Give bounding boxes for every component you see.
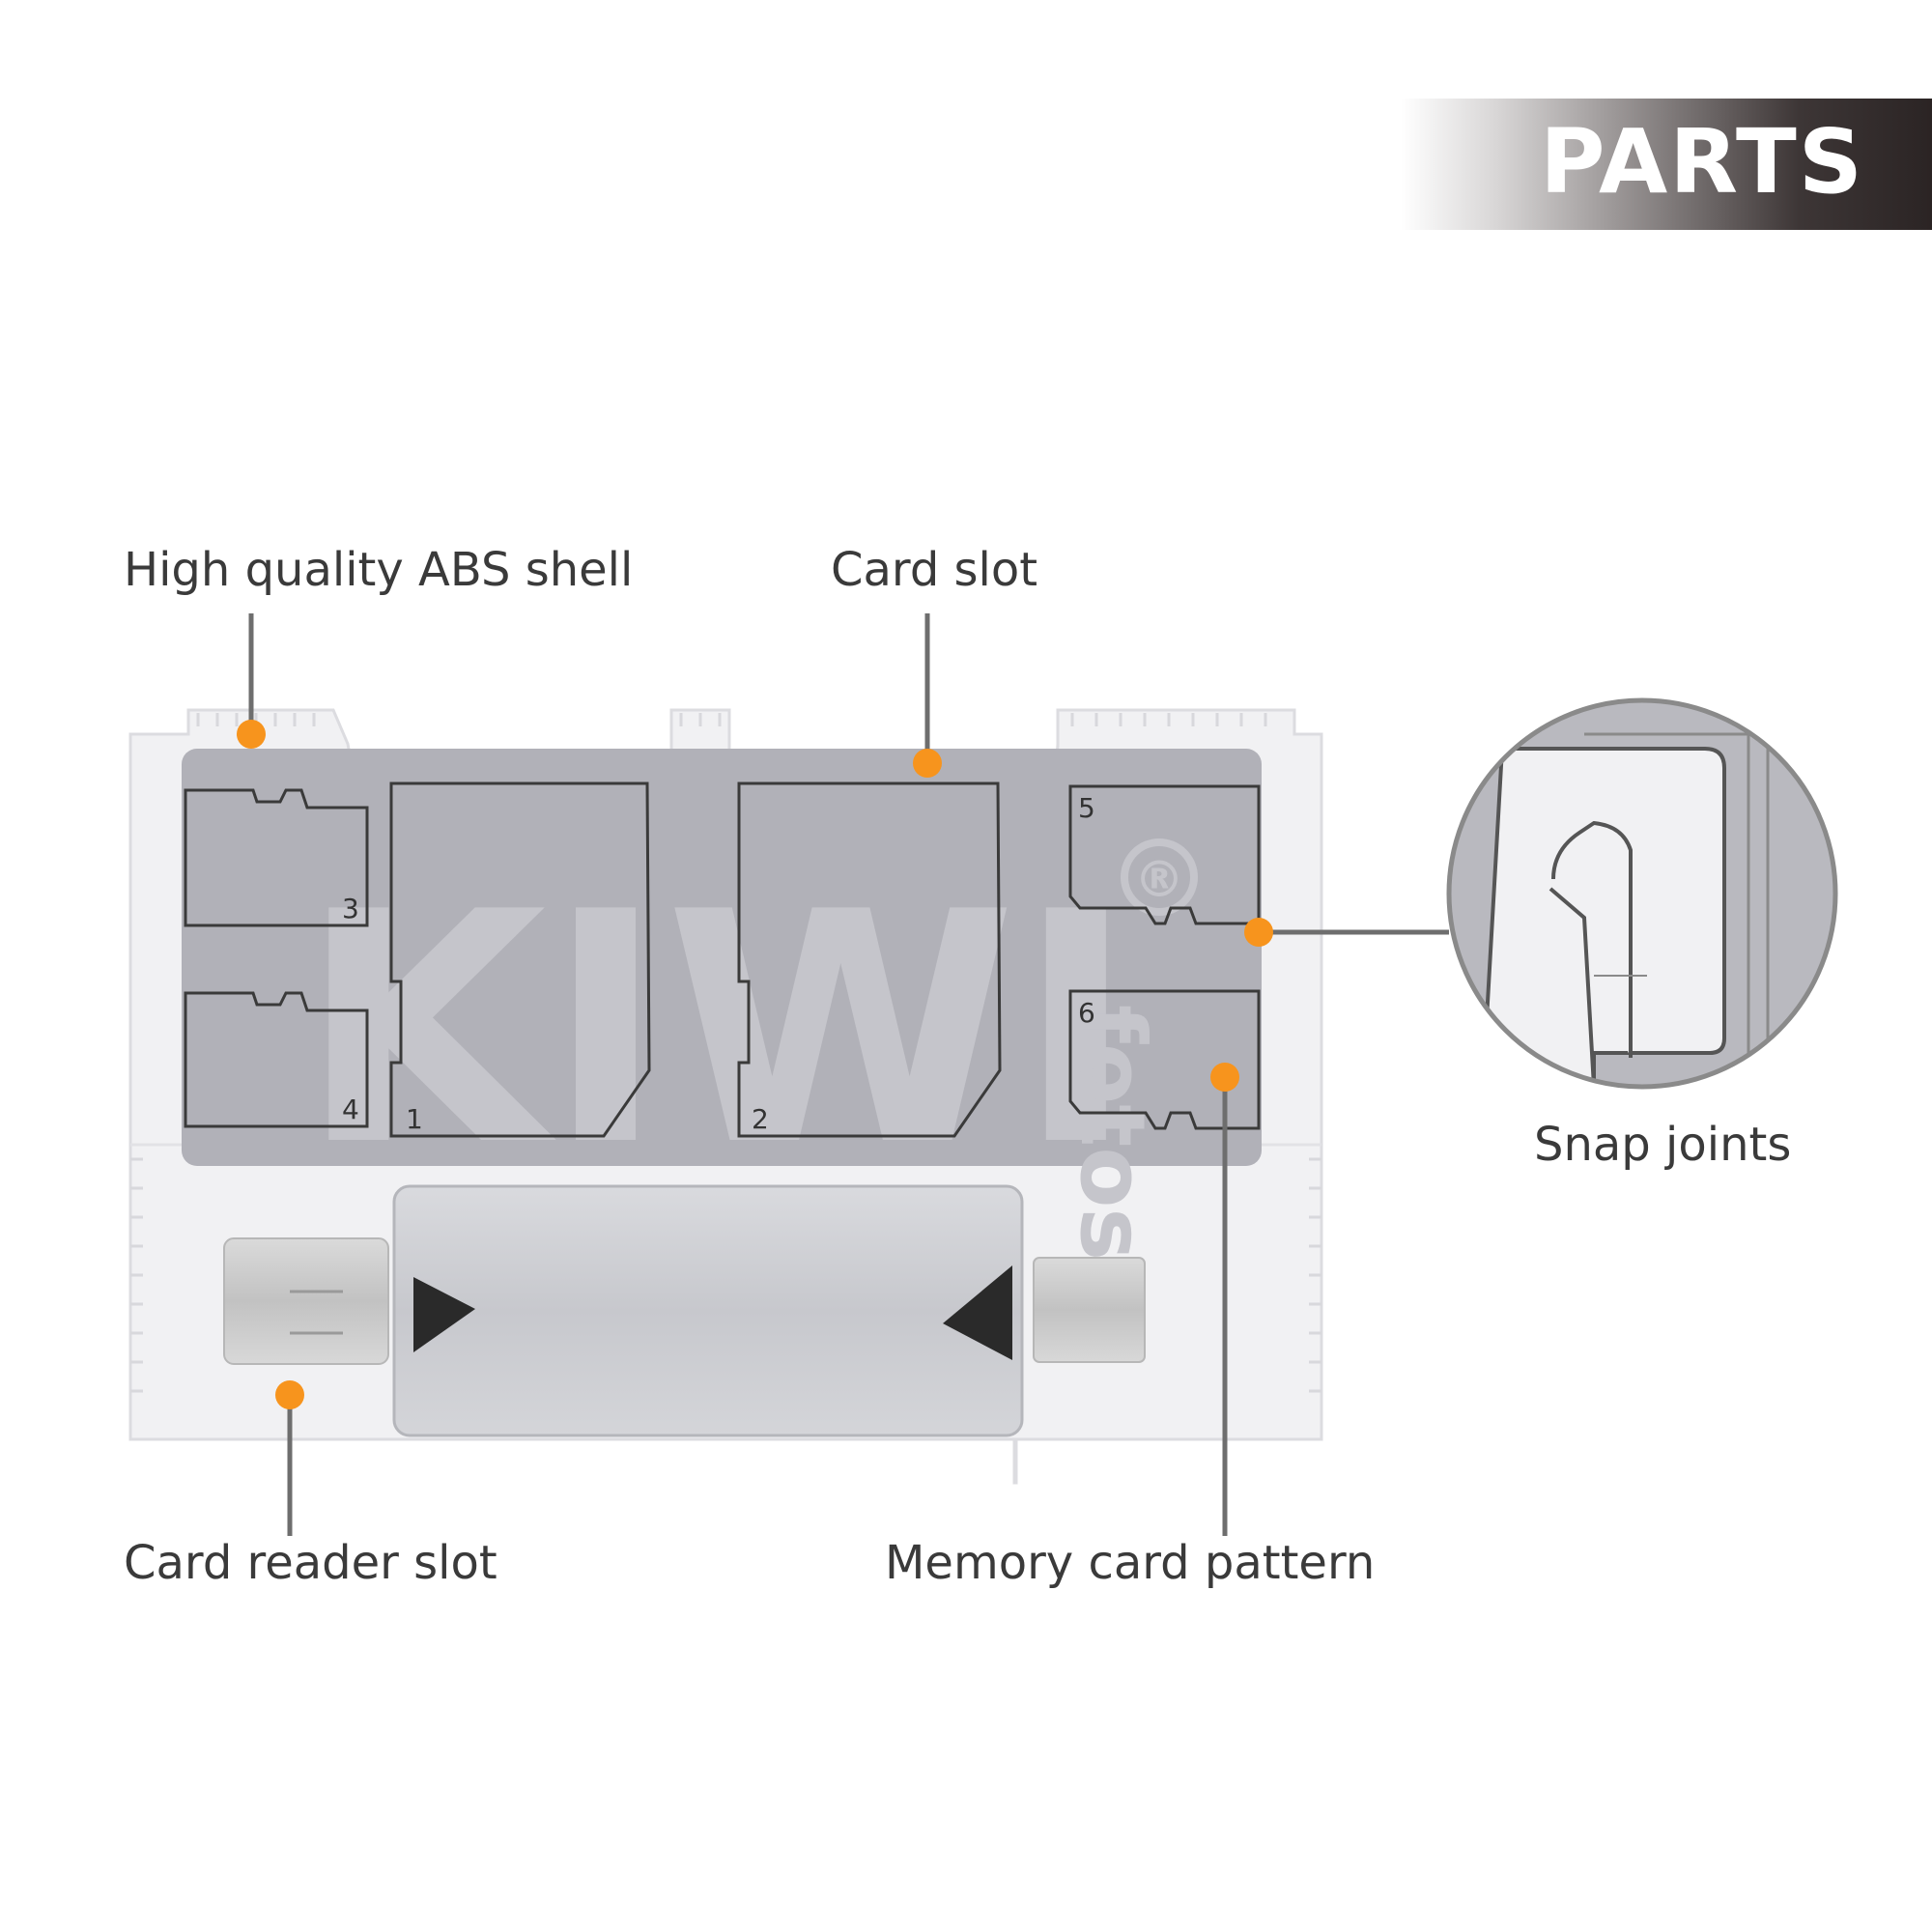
- slot-number-5: 5: [1078, 792, 1095, 824]
- registered-mark-icon: [1121, 838, 1198, 916]
- card-reader: [223, 1184, 1146, 1437]
- label-abs-shell: High quality ABS shell: [124, 543, 634, 597]
- marker-reader-slot: [275, 1380, 304, 1409]
- slot-number-3: 3: [342, 893, 359, 924]
- registered-mark: ®: [1134, 851, 1184, 909]
- logo-subtext: fotos: [1061, 1005, 1164, 1261]
- label-card-reader-slot: Card reader slot: [124, 1536, 497, 1590]
- label-snap-joints: Snap joints: [1534, 1118, 1792, 1172]
- reader-slot-left: [413, 1277, 475, 1352]
- marker-snap-joints: [1244, 918, 1273, 947]
- logo-watermark: KIWI: [299, 844, 1135, 1215]
- slot-number-1: 1: [406, 1103, 423, 1135]
- microsd-slot-4: [184, 991, 369, 1128]
- microsd-slot-3: [184, 788, 369, 927]
- memory-card-plate: KIWI fotos ®: [182, 749, 1262, 1261]
- sd-slot-1: [389, 781, 651, 1138]
- slot-number-4: 4: [342, 1094, 359, 1125]
- usb-c-plug-left: [223, 1237, 389, 1365]
- marker-pattern: [1210, 1063, 1239, 1092]
- marker-card-slot: [913, 749, 942, 778]
- callout-markers: [237, 720, 1273, 1409]
- microsd-slot-6: [1068, 989, 1261, 1130]
- reader-slot-right: [943, 1265, 1012, 1360]
- slot-number-6: 6: [1078, 997, 1095, 1029]
- leader-lines: [248, 613, 1449, 1536]
- microsd-slot-5: [1068, 784, 1261, 925]
- slot-number-2: 2: [752, 1103, 769, 1135]
- label-card-slot: Card slot: [831, 543, 1038, 597]
- parts-banner: PARTS: [1401, 99, 1932, 230]
- micro-usb-plug-right: [1033, 1257, 1146, 1363]
- label-memory-card-pattern: Memory card pattern: [885, 1536, 1376, 1590]
- snap-joint-zoom: [1446, 697, 1838, 1090]
- reader-body: [392, 1184, 1024, 1437]
- card-slot-outlines: [184, 781, 1261, 1138]
- banner-title: PARTS: [1540, 110, 1864, 213]
- marker-shell: [237, 720, 266, 749]
- sd-slot-2: [737, 781, 1002, 1138]
